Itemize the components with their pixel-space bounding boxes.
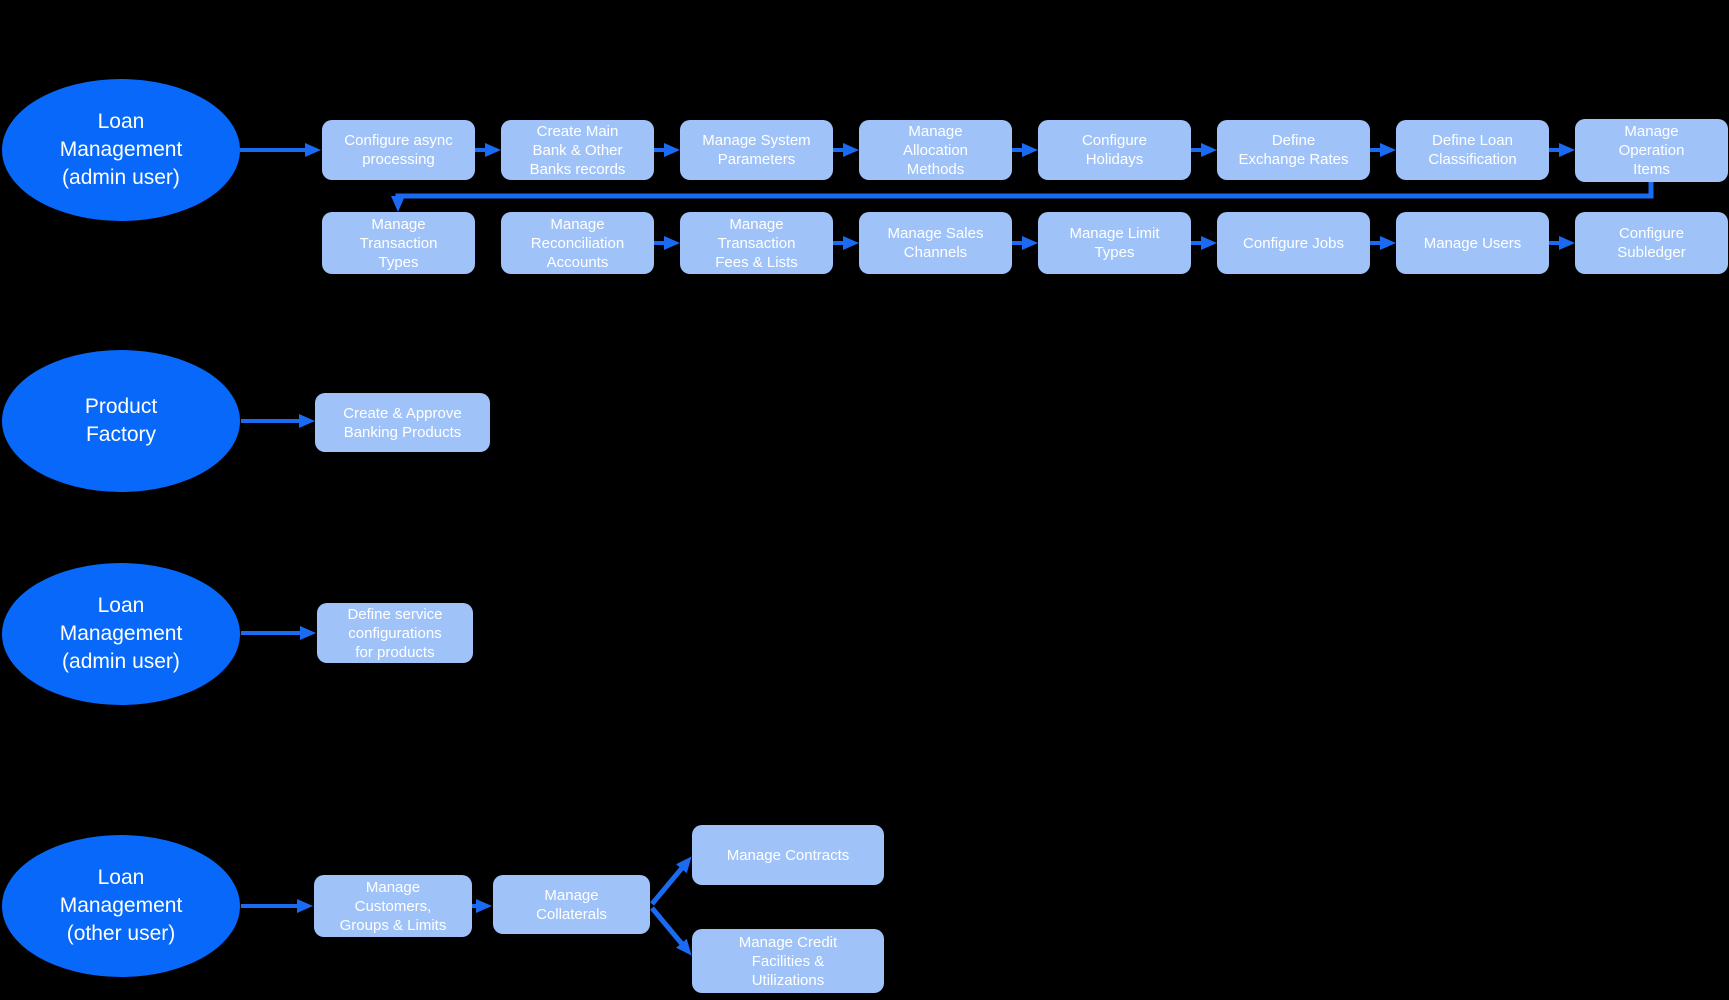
task-manage-reconciliation-accounts: Manage Reconciliation Accounts <box>501 212 654 274</box>
task-manage-limit-types: Manage Limit Types <box>1038 212 1191 274</box>
task-define-exchange-rates: Define Exchange Rates <box>1217 120 1370 180</box>
task-manage-collaterals: Manage Collaterals <box>493 875 650 934</box>
task-manage-transaction-fees-lists: Manage Transaction Fees & Lists <box>680 212 833 274</box>
actor-product-factory: Product Factory <box>2 350 240 492</box>
task-configure-async-processing: Configure async processing <box>322 120 475 180</box>
actor-label: Loan Management (admin user) <box>59 110 183 189</box>
actor-label: Product Factory <box>84 395 158 446</box>
task-configure-jobs: Configure Jobs <box>1217 212 1370 274</box>
task-configure-subledger: Configure Subledger <box>1575 212 1728 274</box>
task-manage-contracts: Manage Contracts <box>692 825 884 885</box>
task-create-main-bank-records: Create Main Bank & Other Banks records <box>501 120 654 180</box>
arrow-collaterals-to-contracts <box>650 856 692 906</box>
task-define-loan-classification: Define Loan Classification <box>1396 120 1549 180</box>
task-manage-users: Manage Users <box>1396 212 1549 274</box>
task-manage-allocation-methods: Manage Allocation Methods <box>859 120 1012 180</box>
task-manage-transaction-types: Manage Transaction Types <box>322 212 475 274</box>
task-define-service-configurations: Define service configurations for produc… <box>317 603 473 663</box>
task-manage-sales-channels: Manage Sales Channels <box>859 212 1012 274</box>
task-manage-credit-facilities-utilizations: Manage Credit Facilities & Utilizations <box>692 929 884 993</box>
actor-loan-management-admin-2: Loan Management (admin user) <box>2 563 240 705</box>
task-create-approve-banking-products: Create & Approve Banking Products <box>315 393 490 452</box>
actor-label: Loan Management (other user) <box>59 866 183 945</box>
task-manage-system-parameters: Manage System Parameters <box>680 120 833 180</box>
task-configure-holidays: Configure Holidays <box>1038 120 1191 180</box>
actor-label: Loan Management (admin user) <box>59 594 183 673</box>
task-manage-operation-items: Manage Operation Items <box>1575 119 1728 182</box>
task-manage-customers-groups-limits: Manage Customers, Groups & Limits <box>314 875 472 937</box>
connector-row1-to-row2 <box>391 180 1654 212</box>
actor-loan-management-other: Loan Management (other user) <box>2 835 240 977</box>
actor-loan-management-admin-1: Loan Management (admin user) <box>2 79 240 221</box>
arrow-collaterals-to-credit-facilities <box>650 906 692 956</box>
